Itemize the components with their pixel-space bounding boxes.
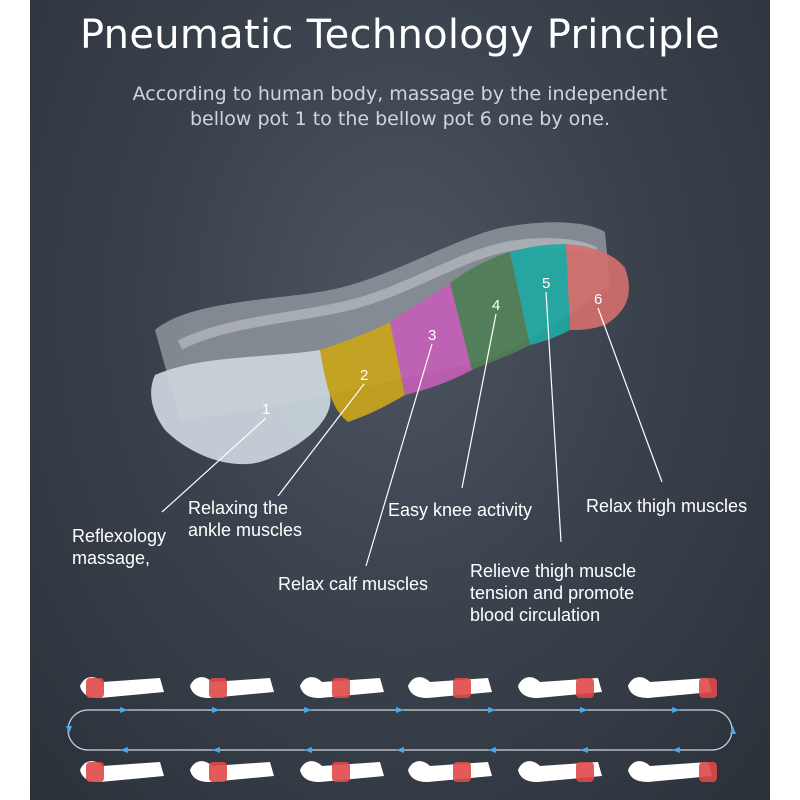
bellow-pot-1 [151, 350, 331, 465]
sequence-step-bottom-1 [80, 761, 164, 782]
bellow-pot-4 [450, 252, 530, 370]
sequence-loop-track [67, 709, 733, 751]
leader-line-4 [461, 313, 497, 489]
leg-silhouette [408, 761, 492, 782]
leg-silhouette [628, 761, 712, 782]
active-chamber-highlight [576, 762, 594, 782]
pot-label-line: Relax calf muscles [278, 574, 428, 594]
flow-arrow-bottom [672, 747, 680, 753]
pot-label-line: blood circulation [470, 605, 600, 625]
sequence-step-bottom-2 [190, 761, 274, 782]
sequence-step-top-5 [518, 677, 602, 698]
leader-line-1 [161, 417, 267, 513]
bellow-pot-6 [566, 244, 629, 330]
flow-arrow-bottom [488, 747, 496, 753]
infographic-panel: Pneumatic Technology Principle According… [30, 0, 770, 800]
pot-label-line: Relaxing the [188, 498, 288, 518]
pot-label-line: Relieve thigh muscle [470, 561, 636, 581]
sequence-step-bottom-6 [628, 761, 717, 782]
active-chamber-highlight [699, 678, 717, 698]
flow-arrow-bottom [212, 747, 220, 753]
sequence-step-bottom-5 [518, 761, 602, 782]
leg-silhouette [628, 677, 712, 698]
active-chamber-highlight [86, 678, 104, 698]
active-chamber-highlight [699, 762, 717, 782]
page-title: Pneumatic Technology Principle [79, 12, 721, 58]
sequence-step-top-4 [408, 677, 492, 698]
chamber-numbers: 1 2 3 4 5 6 [262, 275, 602, 418]
flow-arrow-left [66, 726, 72, 734]
pot-label-3: Relax calf muscles [278, 574, 428, 594]
pot-label-4: Easy knee activity [388, 500, 532, 520]
leg-silhouette [190, 761, 274, 782]
flow-arrow-bottom [120, 747, 128, 753]
pot-label-line: massage, [72, 548, 150, 568]
active-chamber-highlight [332, 678, 350, 698]
subtitle-line-1: According to human body, massage by the … [132, 83, 668, 105]
pot-number-6: 6 [594, 291, 602, 308]
active-chamber-highlight [453, 678, 471, 698]
sequence-step-top-3 [300, 677, 384, 698]
flow-arrow-bottom [396, 747, 404, 753]
sequence-step-top-2 [190, 677, 274, 698]
subtitle: According to human body, massage by the … [30, 82, 770, 132]
pot-label-line: Easy knee activity [388, 500, 532, 520]
sequence-step-bottom-3 [300, 761, 384, 782]
pot-label-line: tension and promote [470, 583, 634, 603]
leg-silhouette [408, 677, 492, 698]
pot-number-3: 3 [428, 327, 436, 344]
device-shell-rim [177, 238, 598, 350]
flow-arrow-top [304, 707, 312, 713]
flow-arrow-top [580, 707, 588, 713]
subtitle-line-2: bellow pot 1 to the bellow pot 6 one by … [189, 108, 611, 130]
active-chamber-highlight [453, 762, 471, 782]
bellow-pot-3 [390, 283, 472, 395]
leader-line-5 [545, 291, 562, 543]
pot-number-5: 5 [542, 275, 550, 292]
flow-arrow-top [212, 707, 220, 713]
bellow-pot-5 [510, 244, 570, 345]
leader-lines [161, 291, 663, 567]
active-chamber-highlight [86, 762, 104, 782]
massage-sequence-strip [66, 677, 736, 782]
leader-line-2 [277, 383, 365, 497]
pot-label-line: ankle muscles [188, 520, 302, 540]
active-chamber-highlight [576, 678, 594, 698]
sequence-step-top-1 [80, 677, 164, 698]
sequence-step-top-6 [628, 677, 717, 698]
flow-arrow-top [120, 707, 128, 713]
pot-label-line: Reflexology [72, 526, 166, 546]
flow-arrow-right [730, 726, 736, 734]
bellow-pot-2 [320, 322, 405, 422]
pot-number-4: 4 [492, 297, 500, 314]
pot-number-2: 2 [360, 367, 368, 384]
leg-silhouette [190, 677, 274, 698]
active-chamber-highlight [332, 762, 350, 782]
active-chamber-highlight [209, 762, 227, 782]
flow-arrow-top [488, 707, 496, 713]
pot-label-6: Relax thigh muscles [586, 496, 747, 516]
flow-arrow-top [672, 707, 680, 713]
sequence-step-bottom-4 [408, 761, 492, 782]
leader-line-6 [597, 307, 663, 483]
pot-number-1: 1 [262, 401, 270, 418]
leader-line-3 [365, 343, 433, 567]
active-chamber-highlight [209, 678, 227, 698]
chamber-group [151, 244, 629, 465]
pot-label-line: Relax thigh muscles [586, 496, 747, 516]
flow-arrow-top [396, 707, 404, 713]
flow-arrow-bottom [580, 747, 588, 753]
flow-arrow-bottom [304, 747, 312, 753]
